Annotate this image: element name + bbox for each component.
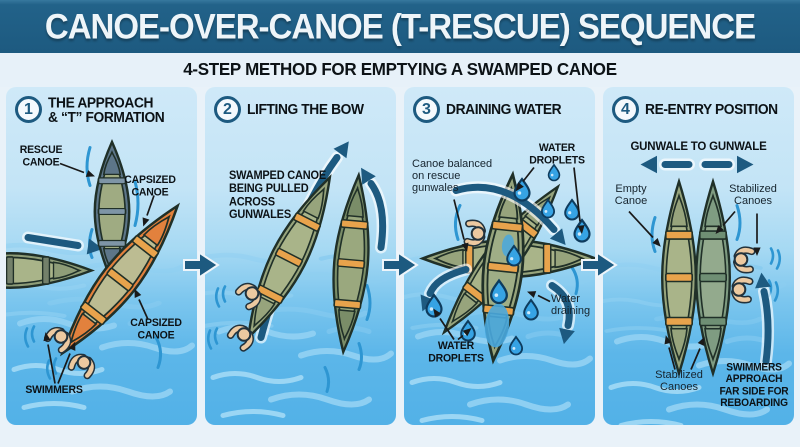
water-droplets-label: WATER DROPLETS: [529, 141, 585, 167]
approaching-canoe: [6, 252, 93, 289]
panel-4-header: 4 RE-ENTRY POSITION: [612, 96, 792, 123]
swamped-canoe-note: SWAMPED CANOE BEING PULLED ACROSS GUNWAL…: [229, 169, 327, 222]
panel-1-title: THE APPROACH& “T” FORMATION: [48, 94, 165, 126]
reboarding-note: SWIMMERS APPROACH FAR SIDE FOR REBOARDIN…: [719, 361, 789, 410]
capsized-canoe-label: CAPSIZED CANOE: [124, 173, 176, 199]
water-draining-label: Water draining: [551, 293, 591, 317]
panel-step-1: 1 THE APPROACH& “T” FORMATION: [6, 87, 197, 425]
capsized-canoe-label: CAPSIZED CANOE: [130, 316, 182, 342]
swimmers-label: SWIMMERS: [25, 383, 83, 397]
bow-up-arrow-icon: [354, 163, 389, 254]
swimmer-figure: [47, 325, 72, 350]
stabilized-canoes-label: Stabilized Canoes: [729, 183, 777, 207]
label-pointers: [41, 162, 155, 384]
steps-row: 1 THE APPROACH& “T” FORMATION: [0, 87, 800, 425]
balanced-note: Canoe balanced on rescue gunwales: [412, 158, 493, 194]
panel-step-2: 2 LIFTING THE BOW: [205, 87, 396, 425]
panel-2-title: LIFTING THE BOW: [247, 101, 364, 117]
gunwale-to-gunwale-label: GUNWALE TO GUNWALE: [630, 140, 767, 154]
page-subtitle: 4-STEP METHOD FOR EMPTYING A SWAMPED CAN…: [183, 59, 617, 80]
water-flow-arrow-icon: [450, 181, 572, 251]
label-pointers: [628, 210, 761, 370]
swimmer-figure: [732, 279, 750, 300]
panel-1-illustration: [6, 140, 197, 425]
next-step-arrow-icon: [183, 250, 220, 280]
panel-1-header: 1 THE APPROACH& “T” FORMATION: [15, 94, 195, 126]
drain-right-arrow-icon: [546, 279, 576, 346]
swimmer-figure: [734, 249, 752, 270]
panel-4-title: RE-ENTRY POSITION: [645, 101, 778, 117]
panel-3-header: 3 DRAINING WATER: [413, 96, 593, 123]
next-step-arrow-icon: [382, 250, 419, 280]
next-step-arrow-icon: [581, 250, 618, 280]
approach-arrow-icon: [22, 231, 105, 257]
drain-left-arrow-icon: [414, 263, 472, 315]
panel-step-3: 3 DRAINING WATER: [404, 87, 595, 425]
label-pointers: [430, 166, 586, 341]
rescue-canoe-label: RESCUE CANOE: [19, 143, 63, 169]
panel-3-title: DRAINING WATER: [446, 101, 562, 117]
gunwale-arrows-icon: [640, 155, 754, 174]
panel-2-illustration: [205, 136, 396, 425]
water-droplets-label: WATER DROPLETS: [428, 339, 484, 365]
swimmer-figure: [467, 223, 485, 244]
empty-canoe-label: Empty Canoe: [614, 183, 648, 207]
approach-up-arrow-icon: [753, 271, 775, 368]
subtitle-bar: 4-STEP METHOD FOR EMPTYING A SWAMPED CAN…: [0, 53, 800, 87]
page-title: CANOE-OVER-CANOE (T-RESCUE) SEQUENCE: [44, 6, 756, 46]
step-number-badge: 3: [413, 96, 440, 123]
stabilized-canoes-label: Stabilized Canoes: [655, 369, 703, 393]
panel-4-illustration: [603, 155, 794, 425]
panel-3-illustration: [404, 164, 595, 425]
title-bar: CANOE-OVER-CANOE (T-RESCUE) SEQUENCE: [0, 0, 800, 53]
step-number-badge: 2: [214, 96, 241, 123]
panel-2-header: 2 LIFTING THE BOW: [214, 96, 394, 123]
step-number-badge: 1: [15, 96, 42, 123]
step-number-badge: 4: [612, 96, 639, 123]
panel-step-4: 4 RE-ENTRY POSITION: [603, 87, 794, 425]
